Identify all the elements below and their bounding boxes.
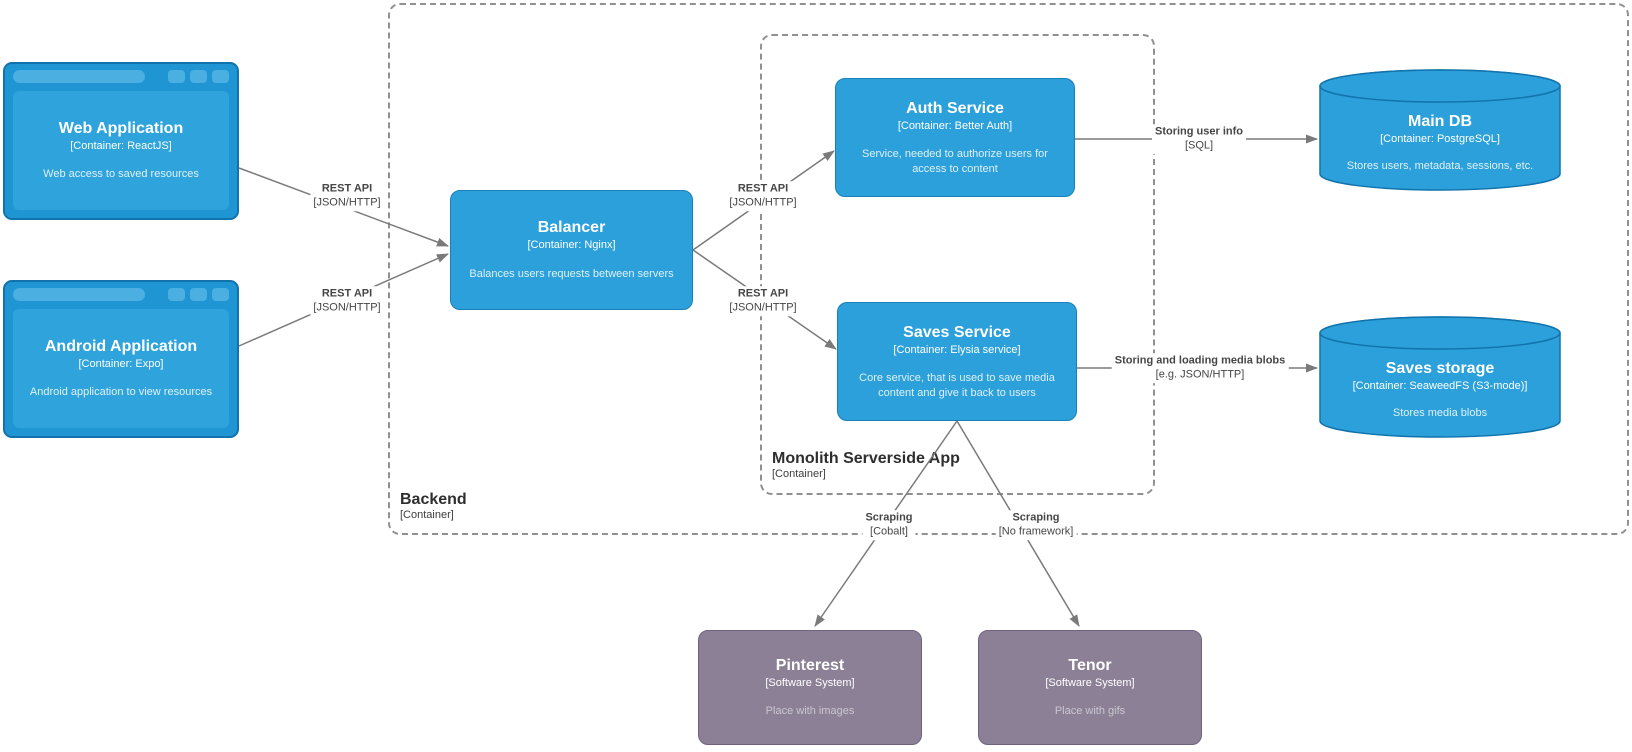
browser-titlebar: [5, 64, 237, 89]
browser-button-icon: [212, 70, 229, 83]
cylinder-saves-storage: [1319, 316, 1561, 438]
browser-button-icon: [212, 288, 229, 301]
node-meta: [Container: PostgreSQL]: [1380, 133, 1500, 146]
edge-label-saves-to-pinterest: Scraping [Cobalt]: [862, 510, 916, 540]
edge-meta: [JSON/HTTP]: [729, 301, 797, 313]
edge-name: Scraping: [1012, 511, 1060, 524]
node-pinterest: Pinterest [Software System] Place with i…: [698, 630, 922, 745]
edge-label-android-to-balancer: REST API [JSON/HTTP]: [310, 286, 384, 316]
node-title: Pinterest: [775, 656, 845, 674]
browser-addressbar-icon: [13, 70, 145, 83]
node-meta: [Container: Better Auth]: [897, 119, 1013, 132]
cylinder-main-db: [1319, 69, 1561, 191]
node-title: Tenor: [1068, 656, 1112, 674]
node-meta: [Container: Elysia service]: [893, 343, 1021, 356]
node-saves-storage: Saves storage [Container: SeaweedFS (S3-…: [1320, 317, 1560, 437]
node-description: Web access to saved resources: [43, 168, 199, 181]
browser-content-panel: Android Application [Container: Expo] An…: [13, 309, 229, 428]
edge-label-web-to-balancer: REST API [JSON/HTTP]: [310, 181, 384, 211]
browser-addressbar-icon: [13, 288, 145, 301]
boundary-monolith-serverside-app: Monolith Serverside App [Container]: [760, 34, 1155, 495]
boundary-backend-label: Backend [Container]: [400, 490, 467, 521]
browser-buttons: [168, 288, 229, 301]
edge-meta: [JSON/HTTP]: [729, 196, 797, 208]
node-title: Balancer: [537, 219, 606, 237]
edge-label-saves-to-storage: Storing and loading media blobs [e.g. JS…: [1111, 353, 1289, 383]
edge-name: REST API: [737, 182, 789, 195]
edge-meta: [SQL]: [1184, 139, 1214, 151]
node-tenor: Tenor [Software System] Place with gifs: [978, 630, 1202, 745]
node-title: Web Application: [58, 119, 184, 137]
boundary-name: Monolith Serverside App: [772, 449, 960, 467]
node-description: Android application to view resources: [29, 386, 213, 399]
node-meta: [Software System]: [1045, 676, 1135, 689]
node-description: Service, needed to authorize users for a…: [862, 147, 1048, 175]
node-description: Stores users, metadata, sessions, etc.: [1346, 159, 1534, 172]
node-description: Stores media blobs: [1392, 406, 1488, 419]
node-main-db: Main DB [Container: PostgreSQL] Stores u…: [1320, 70, 1560, 190]
cylinder-top-icon: [1319, 316, 1561, 350]
node-meta: [Container: Expo]: [78, 357, 164, 370]
edge-name: REST API: [321, 287, 373, 300]
node-android-application: Android Application [Container: Expo] An…: [3, 280, 239, 438]
browser-content-panel: Web Application [Container: ReactJS] Web…: [13, 91, 229, 210]
browser-buttons: [168, 70, 229, 83]
node-description: Place with gifs: [1054, 705, 1126, 718]
node-title: Saves storage: [1385, 360, 1495, 378]
browser-button-icon: [190, 70, 207, 83]
node-web-application: Web Application [Container: ReactJS] Web…: [3, 62, 239, 220]
edge-name: Storing and loading media blobs: [1114, 354, 1286, 367]
node-meta: [Container: Nginx]: [527, 239, 616, 252]
edge-label-saves-to-tenor: Scraping [No framework]: [995, 510, 1077, 540]
node-meta: [Container: SeaweedFS (S3-mode)]: [1352, 380, 1528, 393]
node-title: Main DB: [1408, 113, 1472, 131]
edge-meta: [Cobalt]: [870, 525, 908, 537]
edge-label-balancer-to-saves: REST API [JSON/HTTP]: [726, 286, 800, 316]
boundary-monolith-label: Monolith Serverside App [Container]: [772, 449, 960, 480]
edge-meta: [JSON/HTTP]: [313, 301, 381, 313]
edge-name: Scraping: [865, 511, 913, 524]
cylinder-top-icon: [1319, 69, 1561, 103]
edge-meta: [JSON/HTTP]: [313, 196, 381, 208]
node-title: Saves Service: [903, 323, 1011, 341]
edge-label-auth-to-maindb: Storing user info [SQL]: [1152, 124, 1246, 154]
boundary-meta: [Container]: [400, 509, 454, 521]
boundary-name: Backend: [400, 490, 467, 508]
node-meta: [Container: ReactJS]: [70, 139, 172, 152]
boundary-meta: [Container]: [772, 468, 826, 480]
node-meta: [Software System]: [765, 676, 855, 689]
node-title: Auth Service: [906, 99, 1004, 117]
browser-titlebar: [5, 282, 237, 307]
edge-name: REST API: [737, 287, 789, 300]
browser-button-icon: [168, 288, 185, 301]
node-saves-service: Saves Service [Container: Elysia service…: [837, 302, 1077, 421]
node-title: Android Application: [44, 337, 198, 355]
node-auth-service: Auth Service [Container: Better Auth] Se…: [835, 78, 1075, 197]
edge-meta: [e.g. JSON/HTTP]: [1155, 368, 1245, 380]
node-description: Place with images: [765, 705, 855, 718]
edge-name: REST API: [321, 182, 373, 195]
node-balancer: Balancer [Container: Nginx] Balances use…: [450, 190, 693, 310]
edge-name: Storing user info: [1155, 125, 1243, 138]
node-description: Balances users requests between servers: [469, 267, 674, 280]
node-description: Core service, that is used to save media…: [859, 371, 1055, 399]
browser-button-icon: [190, 288, 207, 301]
browser-button-icon: [168, 70, 185, 83]
edge-meta: [No framework]: [998, 525, 1074, 537]
edge-label-balancer-to-auth: REST API [JSON/HTTP]: [726, 181, 800, 211]
